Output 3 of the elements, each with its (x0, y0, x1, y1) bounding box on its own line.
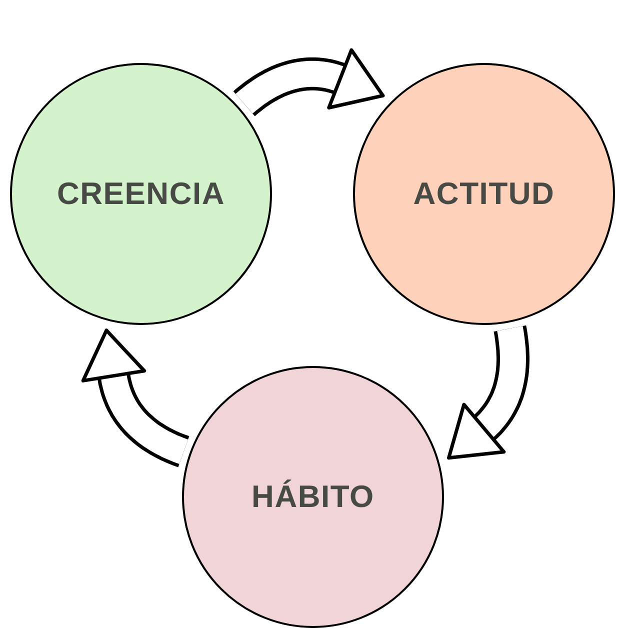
node-label: CREENCIA (56, 174, 226, 213)
node-label: ACTITUD (413, 174, 555, 213)
node-label: HÁBITO (252, 478, 374, 516)
